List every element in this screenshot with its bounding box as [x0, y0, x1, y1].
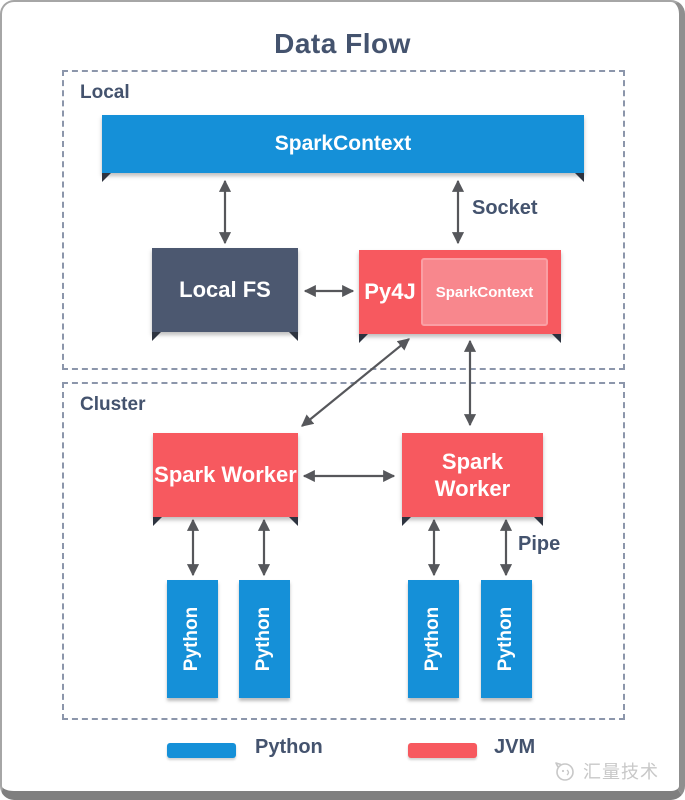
- cluster-group-label: Cluster: [80, 394, 146, 415]
- node-py4j-label: Py4J: [364, 279, 416, 304]
- node-python-3-label: Python: [422, 606, 444, 672]
- node-python-4-label: Python: [495, 606, 517, 672]
- socket-edge-label: Socket: [472, 197, 538, 219]
- legend: Python JVM: [0, 736, 685, 766]
- node-spark-context: SparkContext: [102, 115, 584, 182]
- node-local-fs-label: Local FS: [179, 277, 271, 302]
- node-spark-worker-left-label: Spark Worker: [154, 462, 297, 488]
- pipe-edge-label: Pipe: [518, 533, 561, 555]
- node-python-1-label: Python: [181, 606, 203, 672]
- node-spark-worker-left: Spark Worker: [153, 433, 298, 526]
- legend-jvm-label: JVM: [494, 736, 536, 758]
- node-python-2-label: Python: [253, 606, 275, 672]
- watermark: 汇量技术: [552, 758, 659, 784]
- node-python-4: Python: [481, 580, 532, 698]
- node-spark-worker-right-label: Spark Worker: [434, 448, 511, 502]
- node-local-fs: Local FS: [152, 248, 298, 341]
- watermark-text: 汇量技术: [583, 762, 659, 782]
- node-py4j-inner-label: SparkContext: [435, 283, 534, 301]
- node-python-2: Python: [239, 580, 290, 698]
- node-spark-context-label: SparkContext: [274, 132, 412, 155]
- local-group-label: Local: [80, 82, 130, 103]
- diagram-title: Data Flow: [274, 28, 411, 59]
- legend-python-swatch: [167, 743, 236, 758]
- legend-jvm-swatch: [408, 743, 477, 758]
- node-spark-worker-right: Spark Worker: [402, 433, 543, 526]
- node-py4j-inner-spark-context: SparkContext: [421, 258, 548, 326]
- node-py4j: Py4J SparkContext: [359, 250, 561, 343]
- node-python-1: Python: [167, 580, 218, 698]
- node-python-3: Python: [408, 580, 459, 698]
- legend-python-label: Python: [255, 736, 323, 758]
- watermark-logo-icon: [555, 762, 574, 781]
